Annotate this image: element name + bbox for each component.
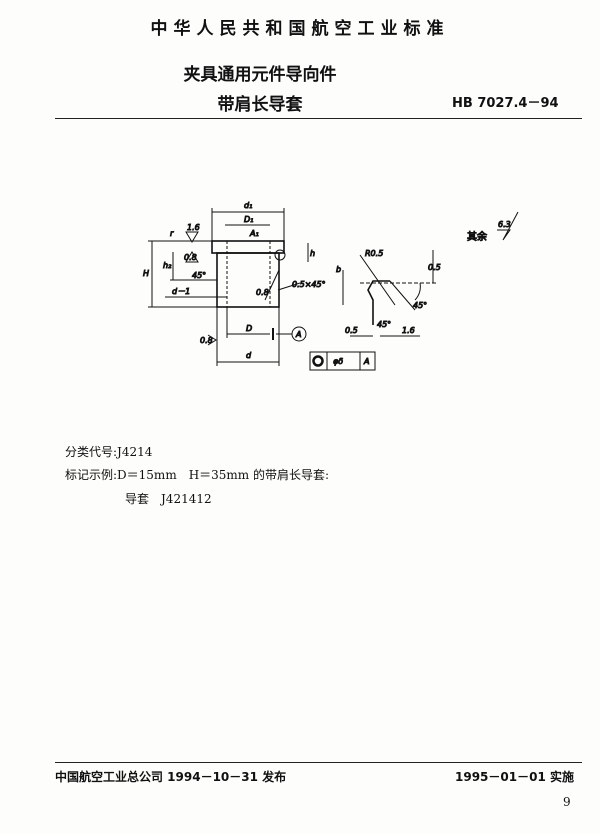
detail-b: b bbox=[336, 265, 341, 274]
marking-example-code: 导套 J421412 bbox=[125, 492, 212, 506]
standard-code: HB 7027.4－94 bbox=[452, 96, 559, 111]
document-title-line2: 带肩长导套 bbox=[217, 95, 303, 115]
label-roughness-0.8-c: 0.8 bbox=[256, 288, 269, 297]
detail-radius: R0.5 bbox=[365, 249, 383, 258]
label-roughness-1.6: 1.6 bbox=[187, 223, 200, 232]
detail-1.6: 1.6 bbox=[402, 326, 415, 335]
chamfer-leader bbox=[277, 282, 301, 291]
detail-45deg: 45° bbox=[413, 301, 427, 310]
other-roughness-value: 6.3 bbox=[498, 220, 511, 229]
standard-header: 中华人民共和国航空工业标准 bbox=[150, 19, 450, 39]
label-r: r bbox=[170, 229, 174, 238]
detail-0.5-horizontal: 0.5 bbox=[345, 326, 358, 335]
concentricity-icon bbox=[312, 355, 324, 367]
roughness-symbol bbox=[207, 334, 217, 346]
label-h: h bbox=[310, 249, 315, 258]
label-roughness-0.8: 0.8 bbox=[184, 253, 197, 262]
label-D1: D₁ bbox=[244, 215, 253, 224]
roughness-symbol bbox=[185, 231, 199, 243]
groove-circle bbox=[274, 249, 286, 261]
marking-example: 标记示例:D＝15mm H＝35mm 的带肩长导套: bbox=[65, 468, 330, 482]
edge-detail-view: R0.5 b 0.5 45° 45° 0.5 1.6 bbox=[336, 249, 441, 337]
hatch-line bbox=[264, 269, 280, 301]
label-45deg: 45° bbox=[192, 271, 206, 280]
footer-divider bbox=[55, 762, 582, 763]
issue-date: 中国航空工业总公司 1994－10－31 发布 bbox=[55, 770, 287, 784]
label-d: d bbox=[246, 351, 252, 360]
page-number: 9 bbox=[563, 795, 571, 809]
other-surfaces-roughness: 其余 6.3 bbox=[467, 211, 519, 244]
label-H: H bbox=[143, 269, 149, 278]
roughness-symbol bbox=[185, 251, 199, 263]
tolerance-value: φδ bbox=[333, 357, 343, 366]
label-d-minus-1: d－1 bbox=[172, 287, 190, 296]
effective-date: 1995－01－01 实施 bbox=[455, 770, 574, 784]
label-d1: d₁ bbox=[244, 201, 252, 210]
tolerance-frame: φδ A bbox=[309, 351, 376, 371]
label-roughness-0.8-b: 0.8 bbox=[200, 336, 213, 345]
detail-0.5-vertical: 0.5 bbox=[428, 263, 441, 272]
label-chamfer: 0.5×45° bbox=[292, 280, 326, 289]
tolerance-datum: A bbox=[363, 357, 369, 366]
flange-outline bbox=[211, 240, 285, 254]
label-D: D bbox=[246, 324, 252, 333]
other-roughness-label: 其余 bbox=[467, 230, 487, 243]
detail-45deg-b: 45° bbox=[377, 320, 391, 329]
document-title-line1: 夹具通用元件导向件 bbox=[183, 65, 337, 85]
classification-code: 分类代号:J4214 bbox=[65, 445, 153, 459]
label-A1: A₁ bbox=[249, 229, 259, 238]
datum-A-circle bbox=[291, 326, 307, 342]
label-h2: h₂ bbox=[163, 261, 172, 270]
header-divider bbox=[55, 118, 582, 119]
label-datum-A: A bbox=[295, 330, 301, 339]
